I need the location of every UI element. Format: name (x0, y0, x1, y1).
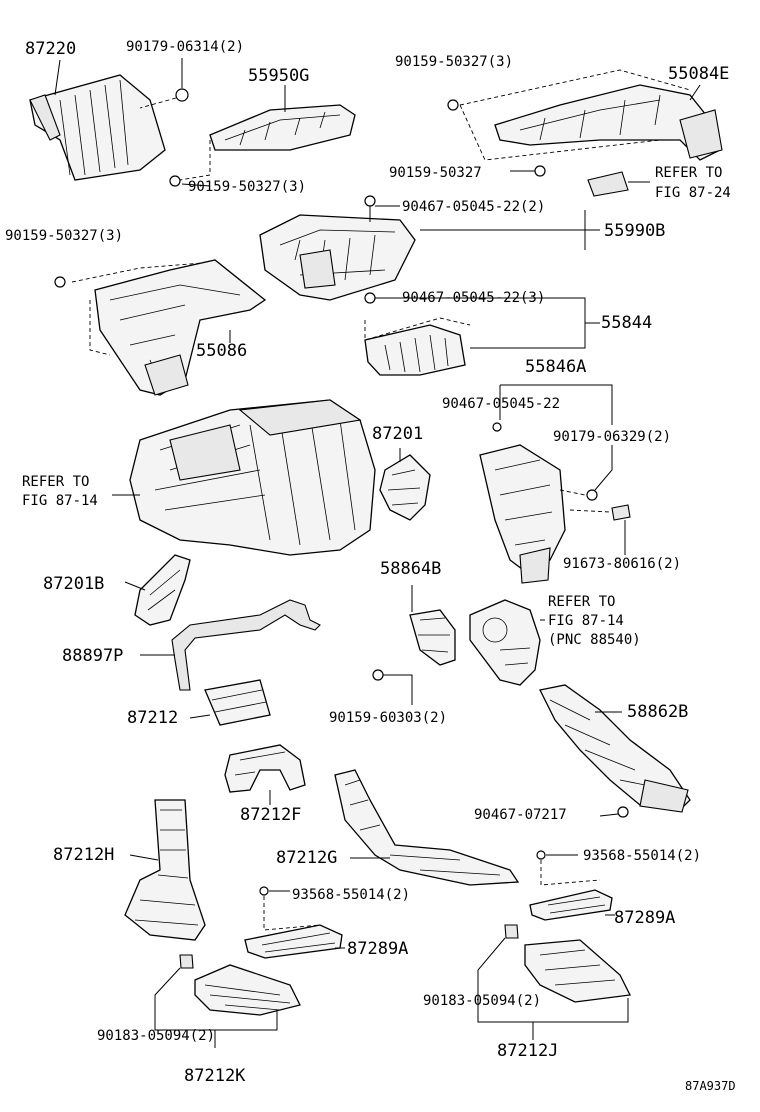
label-87212J: 87212J (497, 1041, 559, 1061)
label-87212F: 87212F (240, 805, 302, 825)
part-55844 (364, 292, 600, 376)
label-87212H: 87212H (53, 845, 115, 865)
label-87289A-right: 87289A (614, 908, 676, 928)
label-refer-to-87-14-a: REFER TO (22, 474, 90, 490)
part-55950G (169, 85, 356, 187)
label-55086: 55086 (196, 341, 248, 361)
label-87212G: 87212G (276, 848, 338, 868)
part-88897P-hose (140, 599, 321, 691)
label-58864B: 58864B (380, 559, 442, 579)
label-87212K: 87212K (184, 1066, 246, 1086)
label-87289A-left: 87289A (347, 939, 409, 959)
label-pnc-88540: (PNC 88540) (548, 632, 641, 648)
bolt-90467-07217 (599, 806, 629, 818)
label-87201: 87201 (372, 424, 424, 444)
label-55990B: 55990B (604, 221, 666, 241)
part-87201 (379, 448, 431, 521)
label-90183-05094-left: 90183-05094(2) (97, 1028, 216, 1044)
label-90179-06329: 90179-06329(2) (553, 429, 672, 445)
part-87201B (124, 554, 191, 626)
label-87201B: 87201B (43, 574, 105, 594)
label-90159-50327-c: 90159-50327 (389, 165, 482, 181)
label-91673-80616: 91673-80616(2) (563, 556, 682, 572)
part-87289A-right (529, 850, 615, 921)
label-refer-to-87-24-b: FIG 87-24 (655, 185, 731, 201)
part-87289A-left (244, 886, 345, 959)
label-refer-to-87-14-c: REFER TO (548, 594, 616, 610)
part-87212J (477, 924, 631, 1040)
part-55084E (447, 69, 723, 197)
part-87212 (189, 679, 271, 726)
label-88897P: 88897P (62, 646, 124, 666)
label-93568-55014-right: 93568-55014(2) (583, 848, 702, 864)
label-87220: 87220 (25, 39, 77, 59)
label-refer-to-87-24-a: REFER TO (655, 165, 723, 181)
diagram-id: 87A937D (685, 1079, 736, 1093)
label-55844: 55844 (601, 313, 653, 333)
label-58862B: 58862B (627, 702, 689, 722)
label-90183-05094-right: 90183-05094(2) (423, 993, 542, 1009)
label-90159-50327-b: 90159-50327(3) (395, 54, 514, 70)
label-55950G: 55950G (248, 66, 310, 86)
part-55086 (54, 259, 267, 396)
nut-90179-06314 (139, 58, 189, 109)
part-58862B (539, 684, 691, 813)
part-87212H (124, 799, 206, 941)
part-55990B (259, 195, 600, 301)
label-refer-to-87-14-d: FIG 87-14 (548, 613, 624, 629)
part-87212F (224, 744, 306, 805)
part-55846A (479, 384, 631, 584)
part-58864B (372, 585, 456, 705)
label-90159-60303: 90159-60303(2) (329, 710, 448, 726)
part-pnc-88540 (469, 599, 545, 686)
label-90467-05045-22-3: 90467-05045-22(3) (402, 290, 546, 306)
label-refer-to-87-14-b: FIG 87-14 (22, 493, 98, 509)
heater-unit-assembly (112, 399, 376, 556)
label-90159-50327-d: 90159-50327(3) (5, 228, 124, 244)
label-90179-06314: 90179-06314(2) (126, 39, 245, 55)
label-90467-05045-22-2: 90467-05045-22(2) (402, 199, 546, 215)
label-55846A: 55846A (525, 357, 587, 377)
part-87212K (154, 954, 301, 1048)
label-90159-50327-top: 90159-50327(3) (188, 179, 307, 195)
part-87212G (334, 769, 520, 886)
label-90467-05045-22: 90467-05045-22 (442, 396, 561, 412)
label-55084E: 55084E (668, 64, 730, 84)
label-93568-55014-left: 93568-55014(2) (292, 887, 411, 903)
label-90467-07217: 90467-07217 (474, 807, 567, 823)
part-87220-vent (29, 59, 166, 181)
label-87212: 87212 (127, 708, 179, 728)
